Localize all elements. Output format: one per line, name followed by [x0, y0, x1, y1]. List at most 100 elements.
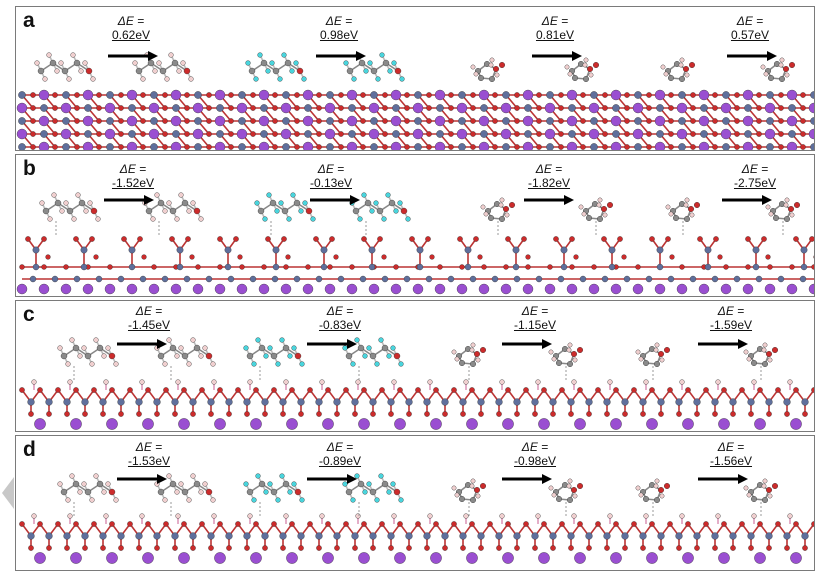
oxygen-atom	[107, 264, 113, 270]
energy-label: ΔE =0.57eV	[713, 14, 787, 42]
metal-atom	[405, 532, 413, 540]
oxygen-atom	[580, 105, 586, 111]
carbon-atom	[586, 215, 593, 222]
oxygen-atom	[811, 521, 814, 527]
metal-atom	[535, 275, 543, 283]
oxygen-atom	[470, 131, 476, 137]
hydrogen-atom	[81, 345, 87, 351]
oxygen-atom	[789, 62, 796, 69]
oxygen-atom	[415, 521, 421, 527]
oxygen-atom	[802, 411, 808, 417]
oxygen-atom	[607, 202, 614, 209]
oxygen-atom	[646, 144, 652, 150]
metal-atom	[45, 398, 53, 406]
oxygen-atom	[190, 545, 196, 551]
oxygen-atom	[406, 545, 412, 551]
hydrogen-atom	[535, 513, 541, 519]
hydrogen-atom	[168, 52, 174, 58]
metal-atom	[243, 398, 251, 406]
alkali-atom	[538, 552, 550, 564]
energy-value: 0.98eV	[319, 28, 359, 42]
carbon-atom	[358, 59, 366, 67]
carbon-atom	[183, 67, 191, 75]
oxygen-atom	[272, 131, 278, 137]
metal-atom	[567, 398, 575, 406]
energy-label: ΔE =0.98eV	[302, 14, 376, 42]
metal-atom	[84, 104, 92, 112]
metal-atom	[800, 246, 808, 254]
carbon-atom	[658, 351, 665, 358]
hydrogen-atom	[180, 60, 186, 66]
alkali-atom	[742, 283, 754, 295]
hydrogen-atom	[190, 200, 196, 206]
alkali-atom	[808, 283, 814, 295]
oxygen-atom	[338, 118, 344, 124]
metal-atom	[788, 104, 796, 112]
metal-atom	[801, 532, 809, 540]
metal-atom	[612, 130, 620, 138]
metal-atom	[799, 275, 807, 283]
oxygen-atom	[604, 411, 610, 417]
oxygen-atom	[154, 411, 160, 417]
alkali-atom	[434, 283, 446, 295]
metal-atom	[480, 104, 488, 112]
metal-atom	[243, 532, 251, 540]
reaction-arrow-icon	[722, 195, 772, 205]
carbon-atom	[470, 361, 477, 368]
metal-atom	[560, 263, 568, 271]
hydrogen-atom	[355, 379, 361, 385]
metal-atom	[106, 91, 114, 99]
carbon-atom	[281, 207, 289, 215]
oxygen-atom	[74, 118, 80, 124]
oxygen-atom	[184, 144, 190, 150]
oxygen-atom	[690, 92, 696, 98]
carbon-atom	[788, 206, 795, 213]
oxygen-atom	[338, 144, 344, 150]
carbon-atom	[258, 480, 266, 488]
carbon-atom	[96, 344, 104, 352]
oxygen-atom	[734, 105, 740, 111]
oxygen-atom	[602, 118, 608, 124]
oxygen-atom	[184, 105, 190, 111]
metal-atom	[176, 263, 184, 271]
alkali-atom	[142, 552, 154, 564]
oxygen-atom	[313, 236, 319, 242]
fluorine-atom	[385, 192, 391, 198]
oxygen-atom	[739, 387, 745, 393]
oxygen-atom	[757, 521, 763, 527]
metal-atom	[752, 263, 760, 271]
metal-atom	[623, 275, 631, 283]
panel-label: c	[23, 303, 35, 326]
oxygen-atom	[185, 236, 191, 242]
alkali-atom	[610, 552, 622, 564]
metal-atom	[585, 398, 593, 406]
metal-atom	[27, 532, 35, 540]
carbon-atom	[85, 67, 93, 75]
carbon-atom	[352, 207, 360, 215]
metal-atom	[392, 130, 400, 138]
oxygen-atom	[162, 92, 168, 98]
carbon-atom	[282, 344, 290, 352]
oxygen-atom	[426, 131, 432, 137]
hydrogen-atom	[166, 473, 172, 479]
oxygen-atom	[631, 387, 637, 393]
metal-atom	[423, 398, 431, 406]
oxygen-atom	[602, 92, 608, 98]
metal-atom	[99, 398, 107, 406]
hydrogen-atom	[751, 513, 757, 519]
carbon-atom	[66, 207, 74, 215]
hydrogen-atom	[684, 197, 690, 203]
oxygen-atom	[469, 521, 475, 527]
alkali-atom	[610, 89, 622, 101]
carbon-atom	[169, 344, 177, 352]
oxygen-atom	[492, 105, 498, 111]
energy-label: ΔE =-0.83eV	[303, 304, 377, 332]
carbon-atom	[345, 352, 353, 360]
carbon-atom	[556, 496, 563, 503]
oxygen-atom	[52, 105, 58, 111]
oxygen-atom	[89, 236, 95, 242]
oxygen-atom	[646, 118, 652, 124]
hydrogen-atom	[762, 342, 768, 348]
metal-atom	[106, 143, 114, 150]
